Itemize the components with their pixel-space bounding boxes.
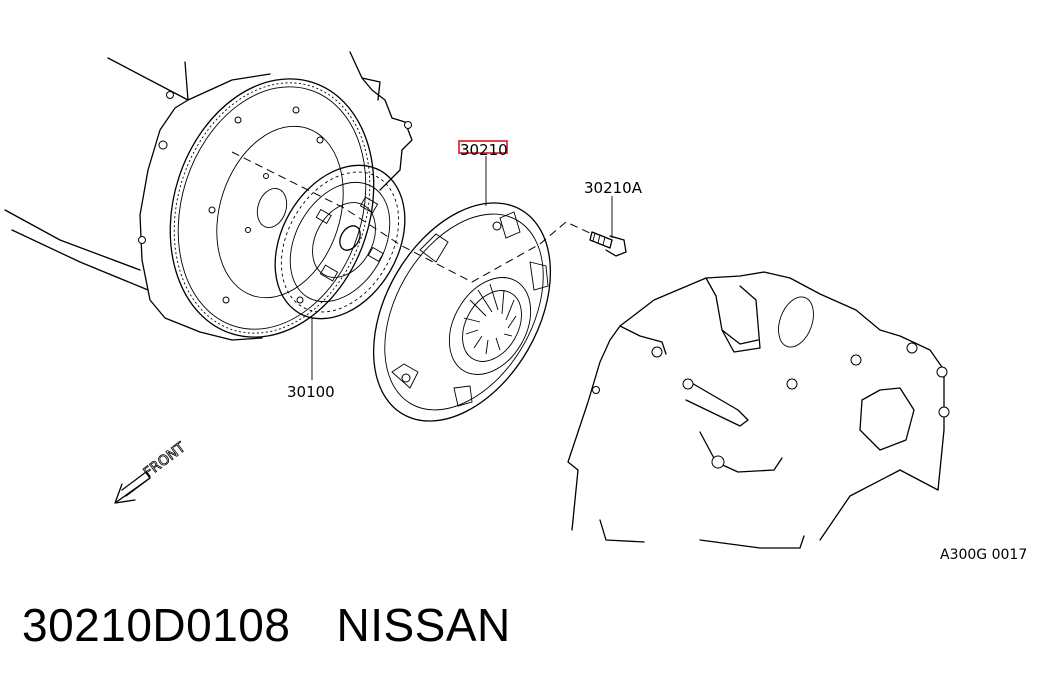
part-title: 30210D0108 NISSAN bbox=[22, 598, 511, 652]
flywheel bbox=[169, 78, 375, 338]
clutch-disc bbox=[274, 164, 406, 320]
transmission bbox=[567, 271, 950, 549]
part-number: 30210D0108 bbox=[22, 599, 291, 651]
alignment-dashline bbox=[231, 151, 593, 283]
front-label: FRONT bbox=[141, 439, 189, 481]
brand-name: NISSAN bbox=[336, 599, 511, 651]
clutch-exploded-diagram: 30210 30210A 30100 FRONT A300G 0017 bbox=[4, 51, 1027, 560]
clutch-cover bbox=[372, 202, 552, 422]
callout-30210[interactable]: 30210 bbox=[460, 141, 508, 159]
engine-block bbox=[4, 51, 413, 341]
highlight-box bbox=[458, 140, 508, 154]
drawing-code: A300G 0017 bbox=[940, 547, 1027, 560]
clutch-cover-bolt bbox=[589, 231, 627, 257]
callout-30210A[interactable]: 30210A bbox=[584, 179, 643, 197]
callout-30100[interactable]: 30100 bbox=[287, 383, 335, 401]
front-arrow: FRONT bbox=[114, 439, 189, 504]
